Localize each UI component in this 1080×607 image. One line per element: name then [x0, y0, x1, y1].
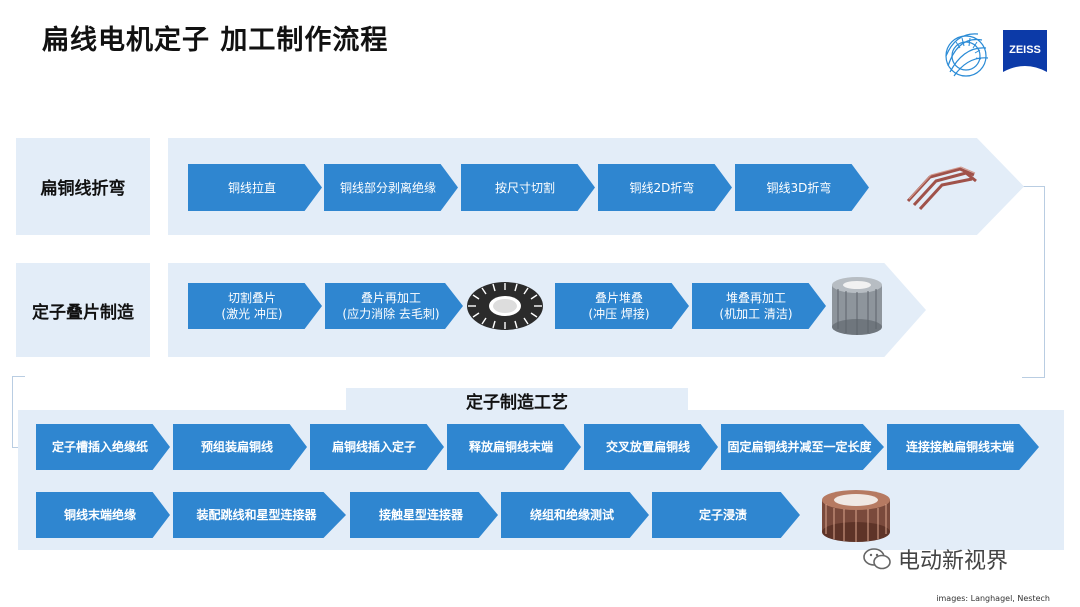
step-insert-hairpins: 扁铜线插入定子 — [310, 424, 444, 470]
process-title: 定子制造工艺 — [466, 392, 568, 413]
turbine-logo — [938, 26, 994, 82]
row-label-lamination: 定子叠片制造 — [16, 263, 150, 357]
step-preassemble-hairpins: 预组装扁铜线 — [173, 424, 307, 470]
watermark-text: 电动新视界 — [898, 549, 1009, 574]
stator-core-image — [828, 275, 886, 337]
lamination-disc-image — [465, 280, 545, 332]
wound-stator-image — [818, 486, 894, 546]
step-lamination-stacking: 叠片堆叠(冲压 焊接) — [555, 283, 689, 329]
connector-right-1 — [1022, 186, 1045, 378]
zeiss-logo: ZEISS — [1003, 30, 1047, 72]
step-stack-reprocess: 堆叠再加工(机加工 清洁) — [692, 283, 826, 329]
process-title-band: 定子制造工艺 — [346, 388, 688, 413]
image-credits: images: Langhagel, Nestech — [936, 594, 1050, 603]
step-impregnation: 定子浸渍 — [652, 492, 800, 538]
hairpin-image — [900, 155, 980, 215]
step-release-ends: 释放扁铜线末端 — [447, 424, 581, 470]
step-insert-slot-paper: 定子槽插入绝缘纸 — [36, 424, 170, 470]
step-2d-bending: 铜线2D折弯 — [598, 164, 732, 211]
step-cut-to-size: 按尺寸切割 — [461, 164, 595, 211]
step-connect-ends: 连接接触扁铜线末端 — [887, 424, 1039, 470]
step-copper-straighten: 铜线拉直 — [188, 164, 322, 211]
wechat-icon — [863, 548, 891, 570]
step-3d-bending: 铜线3D折弯 — [735, 164, 869, 211]
step-partial-strip-insulation: 铜线部分剥离绝缘 — [324, 164, 458, 211]
step-end-insulation: 铜线末端绝缘 — [36, 492, 170, 538]
step-assemble-jumpers: 装配跳线和星型连接器 — [173, 492, 346, 538]
step-cross-place: 交叉放置扁铜线 — [584, 424, 718, 470]
step-fix-and-trim: 固定扁铜线并减至一定长度 — [721, 424, 884, 470]
step-cut-laminations: 切割叠片(激光 冲压) — [188, 283, 322, 329]
step-contact-star: 接触星型连接器 — [350, 492, 498, 538]
watermark: 电动新视界 — [862, 543, 1008, 575]
row-label-bending: 扁铜线折弯 — [16, 138, 150, 235]
step-lamination-reprocess: 叠片再加工(应力消除 去毛刺) — [325, 283, 463, 329]
page-title: 扁线电机定子 加工制作流程 — [42, 25, 389, 56]
step-winding-test: 绕组和绝缘测试 — [501, 492, 649, 538]
svg-text:ZEISS: ZEISS — [1009, 44, 1041, 56]
